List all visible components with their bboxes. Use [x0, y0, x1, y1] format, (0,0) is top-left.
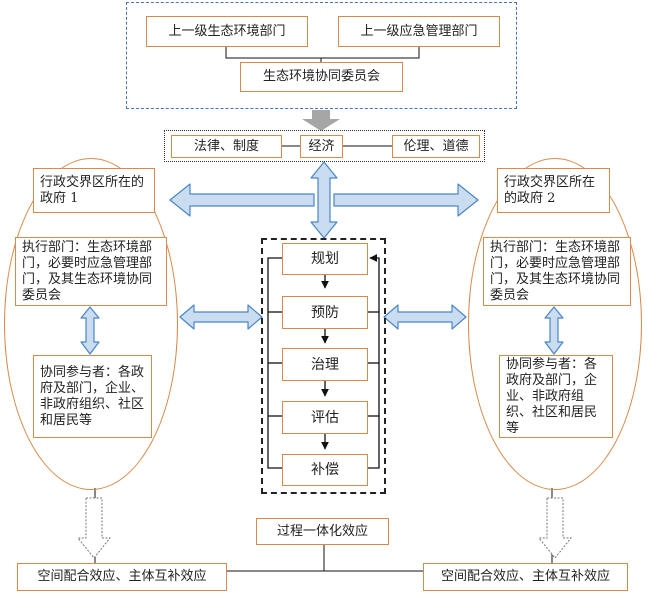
eco-committee-box: 生态环境协同委员会: [240, 62, 403, 92]
stage-governance-box: 治理: [282, 348, 368, 381]
region-2-exec-box: 执行部门：生态环境部门，必要时应急管理部门，及其生态环境协同委员会: [483, 237, 631, 306]
ethics-box: 伦理、道德: [392, 135, 480, 158]
economy-box: 经济: [300, 135, 343, 158]
stage-evaluation-box: 评估: [282, 401, 368, 434]
cycle-connectors: [267, 254, 380, 469]
stage-planning-box: 规划: [282, 243, 368, 275]
stage-compensation-box: 补偿: [282, 454, 368, 486]
region-1-participants-box: 协同参与者：各政府及部门，企业、非政府组织、社区和居民等: [33, 355, 152, 438]
law-box: 法律、制度: [171, 135, 282, 158]
right-effect-box: 空间配合效应、主体互补效应: [423, 563, 628, 591]
left-effect-box: 空间配合效应、主体互补效应: [17, 563, 227, 591]
region-1-exec-box: 执行部门：生态环境部门，必要时应急管理部门，及其生态环境协同委员会: [15, 237, 167, 306]
gray-down-arrow: [302, 110, 340, 131]
right-double-arrow: [383, 304, 467, 330]
upper-departments-group: [126, 2, 517, 109]
upper-env-dept-box: 上一级生态环境部门: [146, 16, 308, 47]
process-cycle-group: [261, 238, 386, 494]
left-double-arrow: [179, 304, 263, 330]
top-connectors: [225, 47, 420, 147]
vertical-double-arrow: [310, 161, 338, 239]
region-2-gov-box: 行政交界区所在的政府 2: [497, 168, 610, 213]
mechanisms-group: [164, 130, 485, 162]
hollow-down-arrows: [76, 497, 573, 559]
region-1-gov-box: 行政交界区所在的政府 1: [33, 168, 155, 213]
horizontal-double-arrow: [169, 183, 315, 217]
region-2-participants-box: 协同参与者：各政府及部门，企业、非政府组织、社区和居民等: [499, 355, 613, 438]
region-2-ellipse: [468, 158, 642, 490]
stage-prevention-box: 预防: [282, 296, 368, 329]
process-integration-effect-box: 过程一体化效应: [256, 518, 389, 545]
upper-emergency-dept-box: 上一级应急管理部门: [338, 16, 500, 47]
region-1-ellipse: [4, 158, 178, 490]
